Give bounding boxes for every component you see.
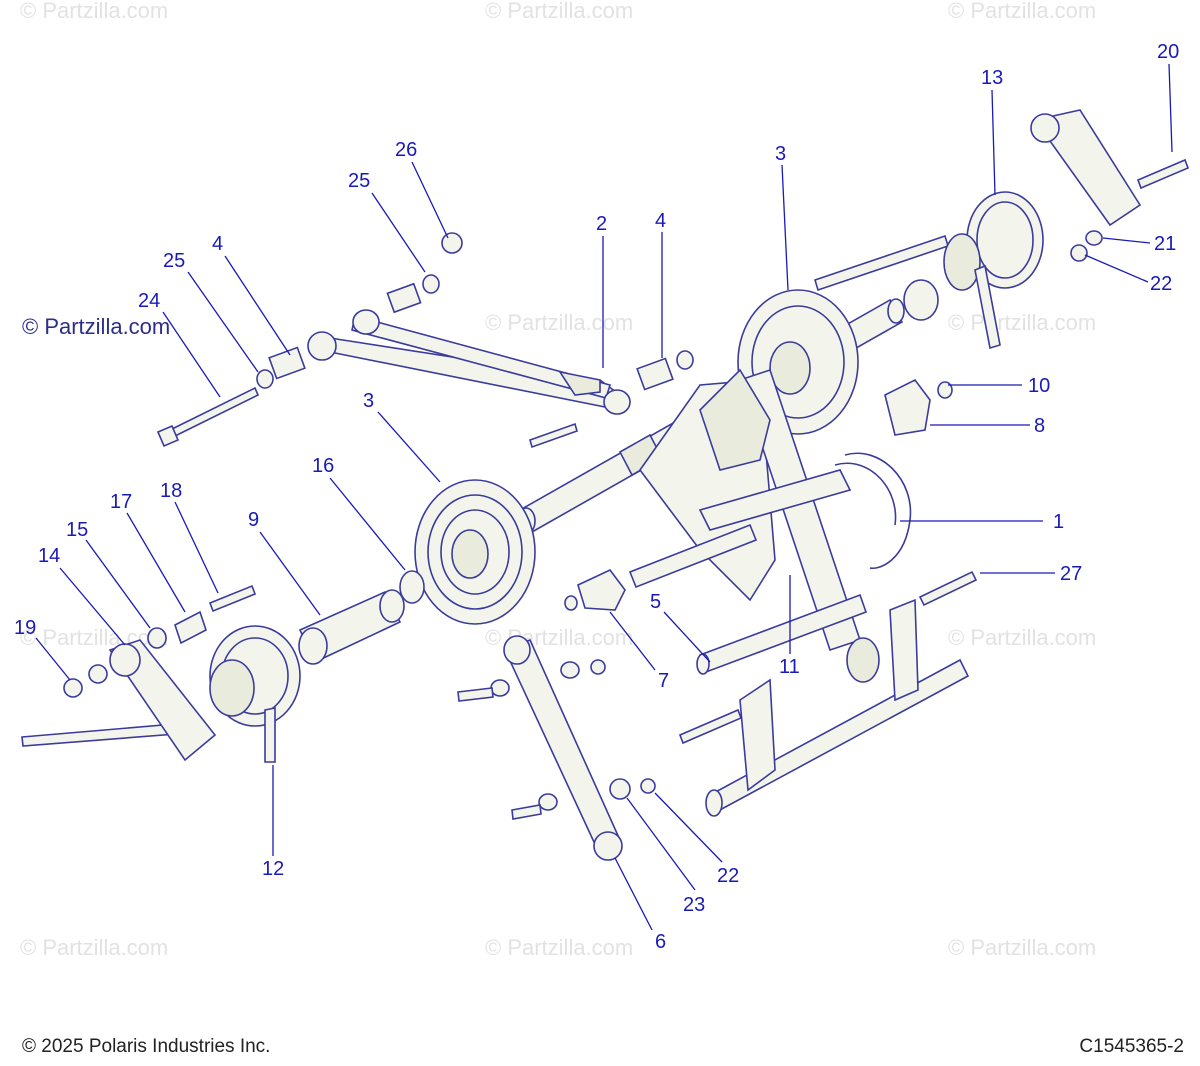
- callout-27: 27: [1060, 563, 1082, 585]
- part-bolt-24: [156, 386, 260, 448]
- callout-3-left-wheel: 3: [363, 390, 374, 412]
- callout-9: 9: [248, 509, 259, 531]
- callout-26: 26: [395, 139, 417, 161]
- part-idler-wheel-left: [414, 479, 536, 625]
- part-axle-spacer: [298, 570, 425, 665]
- callout-7: 7: [658, 670, 669, 692]
- callout-19: 19: [14, 617, 36, 639]
- parts-line-art: [21, 109, 1190, 861]
- watermark: © Partzilla.com: [20, 0, 168, 23]
- watermark-dark: © Partzilla.com: [22, 314, 170, 339]
- callout-11: 11: [779, 656, 800, 678]
- callout-15: 15: [66, 519, 88, 541]
- watermark: © Partzilla.com: [948, 310, 1096, 335]
- watermark: © Partzilla.com: [948, 935, 1096, 960]
- part-rear-bracket: [678, 598, 970, 817]
- part-bushings: [256, 232, 694, 391]
- diagram-code: C1545365-2: [1079, 1036, 1184, 1057]
- callout-12: 12: [262, 858, 284, 880]
- watermark: © Partzilla.com: [485, 935, 633, 960]
- callout-22-right: 22: [1150, 273, 1172, 295]
- callout-10: 10: [1028, 375, 1050, 397]
- part-bolt-27: [918, 570, 978, 607]
- part-spring-arm-left: [63, 639, 217, 762]
- watermark: © Partzilla.com: [948, 625, 1096, 650]
- callout-21: 21: [1154, 233, 1176, 255]
- part-torsion-spring-right: [814, 191, 1044, 350]
- callout-14: 14: [38, 545, 60, 567]
- callout-8: 8: [1034, 415, 1045, 437]
- callout-13: 13: [981, 67, 1003, 89]
- part-torsion-spring-left: [21, 625, 301, 763]
- callout-labels: 1 2 3 3 4 4 5 6 7 8 9 10 11 12 13 14 15 …: [14, 41, 1179, 953]
- callout-22-bottom: 22: [717, 865, 739, 887]
- callout-5: 5: [650, 591, 661, 613]
- part-rocker-link: [457, 635, 656, 861]
- callout-24: 24: [138, 290, 160, 312]
- callout-4-right: 4: [655, 210, 666, 232]
- part-spring-arm-right: [1030, 109, 1190, 262]
- callout-16: 16: [312, 455, 334, 477]
- callout-23: 23: [683, 894, 705, 916]
- part-frame-arm: [628, 368, 912, 683]
- callout-6: 6: [655, 931, 666, 953]
- callout-17: 17: [110, 491, 132, 513]
- copyright-notice: © 2025 Polaris Industries Inc.: [22, 1036, 271, 1057]
- part-link-arm: [307, 309, 631, 415]
- callout-18: 18: [160, 480, 182, 502]
- callout-25-left: 25: [163, 250, 185, 272]
- callout-2: 2: [596, 213, 607, 235]
- callout-20: 20: [1157, 41, 1179, 63]
- callout-3-right-wheel: 3: [775, 143, 786, 165]
- watermark: © Partzilla.com: [948, 0, 1096, 23]
- callout-4-left: 4: [212, 233, 223, 255]
- watermark: © Partzilla.com: [485, 310, 633, 335]
- leader-lines: [35, 63, 1173, 931]
- watermark: © Partzilla.com: [20, 935, 168, 960]
- part-bolt-small: [529, 422, 578, 449]
- callout-1: 1: [1053, 511, 1064, 533]
- part-adjuster-blocks: [564, 378, 953, 611]
- callout-25-upper: 25: [348, 170, 370, 192]
- watermark: © Partzilla.com: [485, 0, 633, 23]
- part-bolts-left: [147, 584, 257, 649]
